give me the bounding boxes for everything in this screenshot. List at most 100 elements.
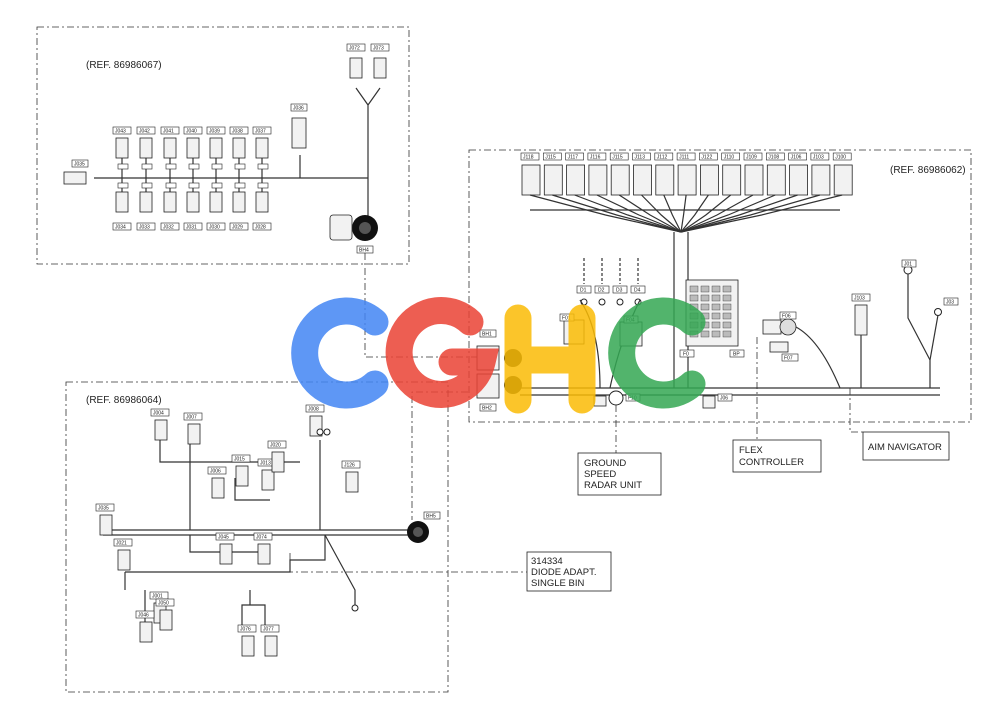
svg-text:BH4: BH4 (359, 248, 369, 254)
connector-label: J122 (701, 155, 712, 161)
svg-text:J03: J03 (946, 300, 954, 306)
connector-j043: J043 (112, 126, 132, 159)
svg-text:F0: F0 (683, 352, 689, 358)
connector-j116: J116 (587, 152, 608, 196)
connector-label: J021 (116, 541, 127, 547)
connector-j007: J007 (183, 412, 203, 445)
connector-j077: J077 (260, 624, 280, 657)
connector-j046: J046 (135, 610, 155, 643)
panel-bottom-left-ref: (REF. 86986064) (86, 395, 162, 406)
svg-text:BP: BP (733, 352, 740, 358)
connector-j06 (702, 395, 716, 409)
connector-label: J030 (209, 225, 220, 231)
connector-j076: J076 (237, 624, 257, 657)
connector-label: J046 (138, 613, 149, 619)
callout-flex-controller: FLEX CONTROLLER (732, 439, 822, 473)
connector-j033: J033 (136, 191, 156, 231)
connector-j030: J030 (206, 191, 226, 231)
connector-label: J015 (234, 457, 245, 463)
svg-text:FLEX: FLEX (739, 445, 763, 456)
connector-label: J106 (791, 155, 802, 161)
connector-label: J001 (152, 594, 163, 600)
connector-label: J111 (679, 155, 689, 161)
svg-text:J01: J01 (904, 262, 912, 268)
connector-j035: J035 (95, 503, 115, 536)
connector-label: J045 (218, 535, 229, 541)
panel-top-right-ref: (REF. 86986062) (890, 165, 966, 176)
connector-label: J032 (163, 225, 174, 231)
svg-text:F06: F06 (782, 314, 791, 320)
connector-j038: J038 (229, 126, 249, 159)
connector-j040: J040 (183, 126, 203, 159)
connector-j013: J013 (257, 458, 277, 491)
connector-label: J004 (153, 411, 164, 417)
connector-label: J116 (590, 155, 601, 161)
connector-label: J043 (115, 129, 126, 135)
svg-text:DIODE ADAPT.: DIODE ADAPT. (531, 567, 596, 578)
svg-text:F01: F01 (562, 316, 571, 322)
connector-j113: J113 (632, 152, 652, 196)
connector-j041: J041 (160, 126, 180, 159)
callout-ground-speed-radar: GROUND SPEED RADAR UNIT (577, 452, 662, 496)
connector-label: J074 (256, 535, 267, 541)
connector-f10 (608, 390, 624, 406)
connector-j072: J072 (346, 43, 366, 79)
connector-j074: J074 (253, 532, 273, 565)
connector-j117: J117 (565, 152, 585, 196)
connector-label: J100 (835, 155, 846, 161)
connector-label: J072 (349, 46, 360, 52)
svg-text:SINGLE BIN: SINGLE BIN (531, 578, 584, 589)
fuse-row-harness (529, 194, 843, 233)
diode-label: D2 (598, 288, 605, 294)
connector-label: J117 (568, 155, 579, 161)
connector-j100: J100 (832, 152, 853, 196)
connector-label: J050 (158, 601, 169, 607)
svg-text:AIM NAVIGATOR: AIM NAVIGATOR (868, 442, 942, 453)
diode-label: D3 (616, 288, 623, 294)
connector-label: J028 (255, 225, 266, 231)
connector-label: J013 (260, 461, 271, 467)
connector-j045: J045 (215, 532, 235, 565)
connector-label: J007 (186, 415, 197, 421)
connector-label: J039 (209, 129, 220, 135)
connector-label: J042 (139, 129, 150, 135)
connector-j031: J031 (183, 191, 203, 231)
connector-j006: J006 (207, 466, 227, 499)
svg-text:J103: J103 (854, 296, 865, 302)
connector-j103: J103 (810, 152, 831, 196)
connector-label: J040 (186, 129, 197, 135)
connector-label: J020 (270, 443, 281, 449)
svg-text:RADAR UNIT: RADAR UNIT (584, 480, 642, 491)
connector-label: J008 (308, 407, 319, 413)
connector-j029: J029 (229, 191, 249, 231)
connector-j015: J015 (231, 454, 251, 487)
svg-text:BH2: BH2 (482, 406, 492, 412)
watermark-letter-h (504, 304, 596, 414)
svg-text:F07: F07 (784, 356, 793, 362)
connector-label: J033 (139, 225, 150, 231)
connector-label: J112 (657, 155, 668, 161)
connector-j110: J110 (721, 152, 742, 196)
svg-text:J036: J036 (293, 106, 304, 112)
connector-label: J113 (635, 155, 646, 161)
connector-j108: J108 (765, 152, 786, 196)
connector-label: J041 (163, 129, 174, 135)
connector-label: J126 (344, 463, 355, 469)
connector-label: J034 (115, 225, 126, 231)
connector-j050: J050 (155, 598, 175, 631)
connector-label: J115 (545, 155, 556, 161)
connector-j118: J118 (520, 152, 541, 196)
connector-j109: J109 (743, 152, 764, 196)
svg-text:BH1: BH1 (482, 332, 492, 338)
watermark-letter-g (385, 296, 500, 408)
connector-j106: J106 (788, 152, 808, 196)
connector-label: J109 (746, 155, 757, 161)
connector-label: J037 (255, 129, 266, 135)
